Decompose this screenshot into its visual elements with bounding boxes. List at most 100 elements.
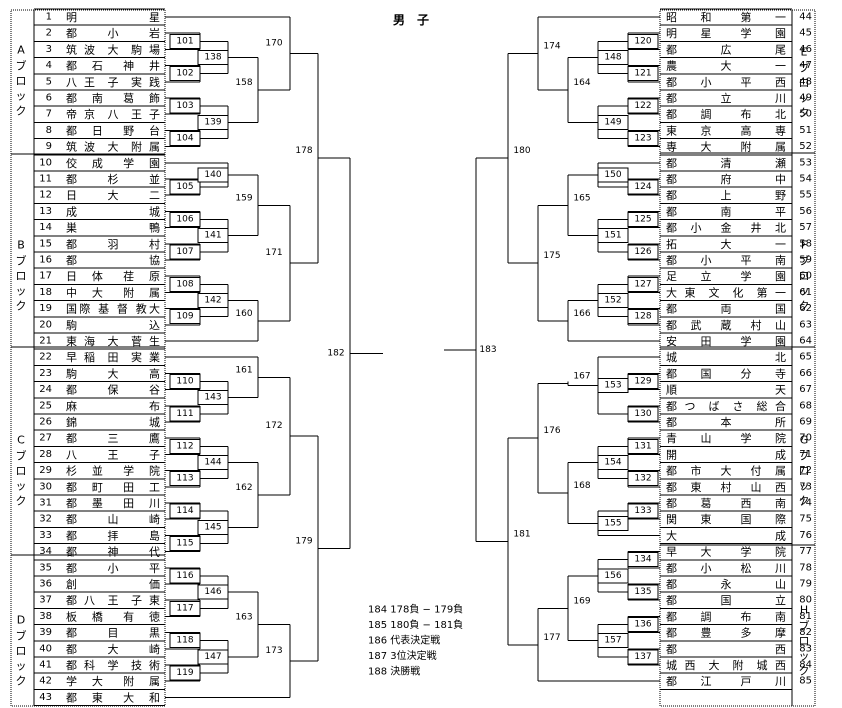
match-number: 154: [604, 458, 621, 468]
match-number: 143: [204, 393, 221, 403]
seed-number: 82: [799, 627, 812, 638]
team-name: 都江戸川: [666, 675, 786, 688]
team-name: 都日野台: [66, 123, 160, 137]
team-name: 八王子: [66, 448, 160, 461]
block-label-char: ロ: [16, 645, 27, 658]
block-letter: F: [801, 239, 807, 252]
seed-number: 8: [46, 125, 52, 136]
match-number: 180: [513, 146, 530, 156]
team-name: 安田学園: [666, 334, 786, 348]
seed-number: 42: [39, 676, 52, 687]
seed-number: 43: [39, 692, 52, 703]
seed-number: 79: [799, 579, 812, 590]
seed-number: 64: [799, 336, 812, 347]
match-number: 166: [573, 309, 590, 319]
block-label-char: ロ: [16, 270, 27, 283]
team-name: 順天: [666, 383, 786, 396]
team-name: 開成: [666, 448, 786, 461]
seed-number: 3: [46, 44, 52, 55]
seed-number: 1: [46, 12, 52, 23]
team-name: 筑波大附属: [66, 139, 160, 153]
match-number: 170: [265, 38, 282, 48]
match-number: 104: [176, 134, 193, 144]
seed-number: 83: [799, 643, 812, 654]
seed-number: 18: [39, 287, 52, 298]
match-number: 164: [573, 78, 590, 88]
block-label-char: ク: [16, 495, 27, 508]
match-number: 113: [176, 474, 193, 484]
seed-number: 52: [799, 141, 812, 152]
team-name: 都国立: [666, 593, 786, 607]
block-letter: H: [800, 604, 808, 617]
seed-number: 15: [39, 238, 52, 249]
team-name: 拓大一: [666, 236, 786, 250]
seed-number: 30: [39, 481, 52, 492]
team-name: 都羽村: [66, 236, 160, 250]
seed-number: 81: [799, 611, 812, 622]
seed-number: 80: [799, 595, 812, 606]
seed-number: 65: [799, 352, 812, 363]
match-number: 134: [634, 555, 651, 565]
team-name: 城西大附城西: [666, 658, 786, 672]
team-name: 都小平南: [666, 254, 786, 267]
match-number: 126: [634, 247, 651, 257]
block-label-char: ッ: [16, 660, 27, 673]
match-number: 148: [604, 53, 621, 63]
seed-number: 54: [799, 174, 812, 185]
match-number: 178: [295, 146, 312, 156]
team-name: 都石神井: [66, 58, 160, 72]
match-number: 145: [204, 522, 221, 532]
team-name: 都調布南: [666, 609, 786, 623]
team-name: 都市大付属: [666, 463, 786, 477]
team-name: 都つばさ総合: [666, 398, 786, 412]
seed-number: 53: [799, 157, 812, 168]
match-number: 152: [604, 296, 621, 306]
seed-number: 29: [39, 465, 52, 476]
team-name: 成城: [66, 205, 160, 218]
seed-number: 70: [799, 433, 812, 444]
seed-number: 50: [799, 109, 812, 120]
match-number: 172: [265, 421, 282, 431]
match-number: 177: [543, 633, 560, 643]
match-number: 111: [176, 409, 193, 419]
team-name: 都協: [66, 254, 160, 267]
block-letter: G: [800, 434, 809, 447]
match-number: 124: [634, 182, 651, 192]
seed-number: 48: [799, 76, 812, 87]
seed-number: 76: [799, 530, 812, 541]
block-label-char: ブ: [16, 449, 27, 463]
team-name: 都本所: [666, 415, 786, 429]
seed-number: 39: [39, 627, 52, 638]
block-label-char: ッ: [799, 650, 810, 663]
seed-number: 20: [39, 319, 52, 330]
match-number: 108: [176, 279, 193, 289]
block-label-char: ク: [799, 300, 810, 313]
team-name: 杉並学院: [66, 463, 160, 477]
match-number: 103: [176, 101, 193, 111]
block-label-char: ブ: [799, 619, 810, 633]
block-label-char: ッ: [799, 480, 810, 493]
match-number: 114: [176, 506, 193, 516]
team-name: 都神代: [66, 544, 160, 558]
match-number: 121: [634, 69, 651, 79]
team-name: 佼成学園: [66, 155, 160, 169]
team-name: 都永山: [666, 577, 786, 591]
team-name: 都小平: [66, 561, 160, 574]
match-number: 129: [634, 377, 651, 387]
seed-number: 57: [799, 222, 812, 233]
match-number: 130: [634, 409, 651, 419]
team-name: 都杉並: [66, 172, 160, 186]
match-number: 128: [634, 312, 651, 322]
seed-number: 78: [799, 562, 812, 573]
block-letter: B: [17, 239, 25, 252]
team-name: 都武蔵村山: [666, 317, 786, 331]
match-number: 106: [176, 215, 193, 225]
block-letter: A: [17, 44, 25, 57]
match-number: 131: [634, 441, 651, 451]
block-label-char: ク: [799, 107, 810, 120]
match-number: 159: [235, 193, 252, 203]
seed-number: 59: [799, 255, 812, 266]
match-number: 135: [634, 587, 651, 597]
match-number: 151: [604, 231, 621, 241]
seed-number: 68: [799, 400, 812, 411]
